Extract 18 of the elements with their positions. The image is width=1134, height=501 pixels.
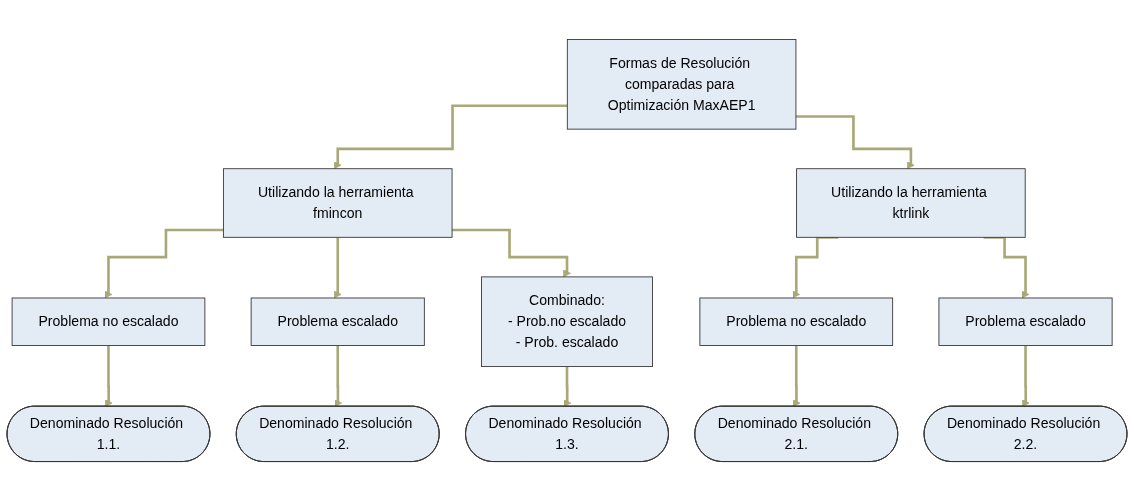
node-box: Formas de Resolución comparadas para Optimización MaxAEP1 — [566, 39, 797, 130]
node-box: Utilizando la herramienta ktrlink — [796, 168, 1026, 238]
node-box: Problema escalado — [938, 297, 1113, 346]
node-box: Problema escalado — [250, 297, 425, 346]
arrow — [334, 344, 342, 407]
arrow — [333, 236, 342, 299]
node-box: Problema no escalado — [699, 297, 894, 346]
arrow — [104, 228, 224, 299]
arrow — [104, 344, 113, 407]
arrow — [563, 365, 572, 407]
arrow — [795, 115, 915, 170]
arrow — [452, 228, 571, 278]
node-box: Utilizando la herramienta fmincon — [223, 168, 453, 238]
node-box: Problema no escalado — [11, 297, 206, 346]
arrow — [333, 104, 568, 170]
arrow — [792, 344, 801, 407]
arrow — [1022, 344, 1030, 407]
node-box: Combinado: - Prob.no escalado - Prob. escalado — [481, 276, 653, 367]
